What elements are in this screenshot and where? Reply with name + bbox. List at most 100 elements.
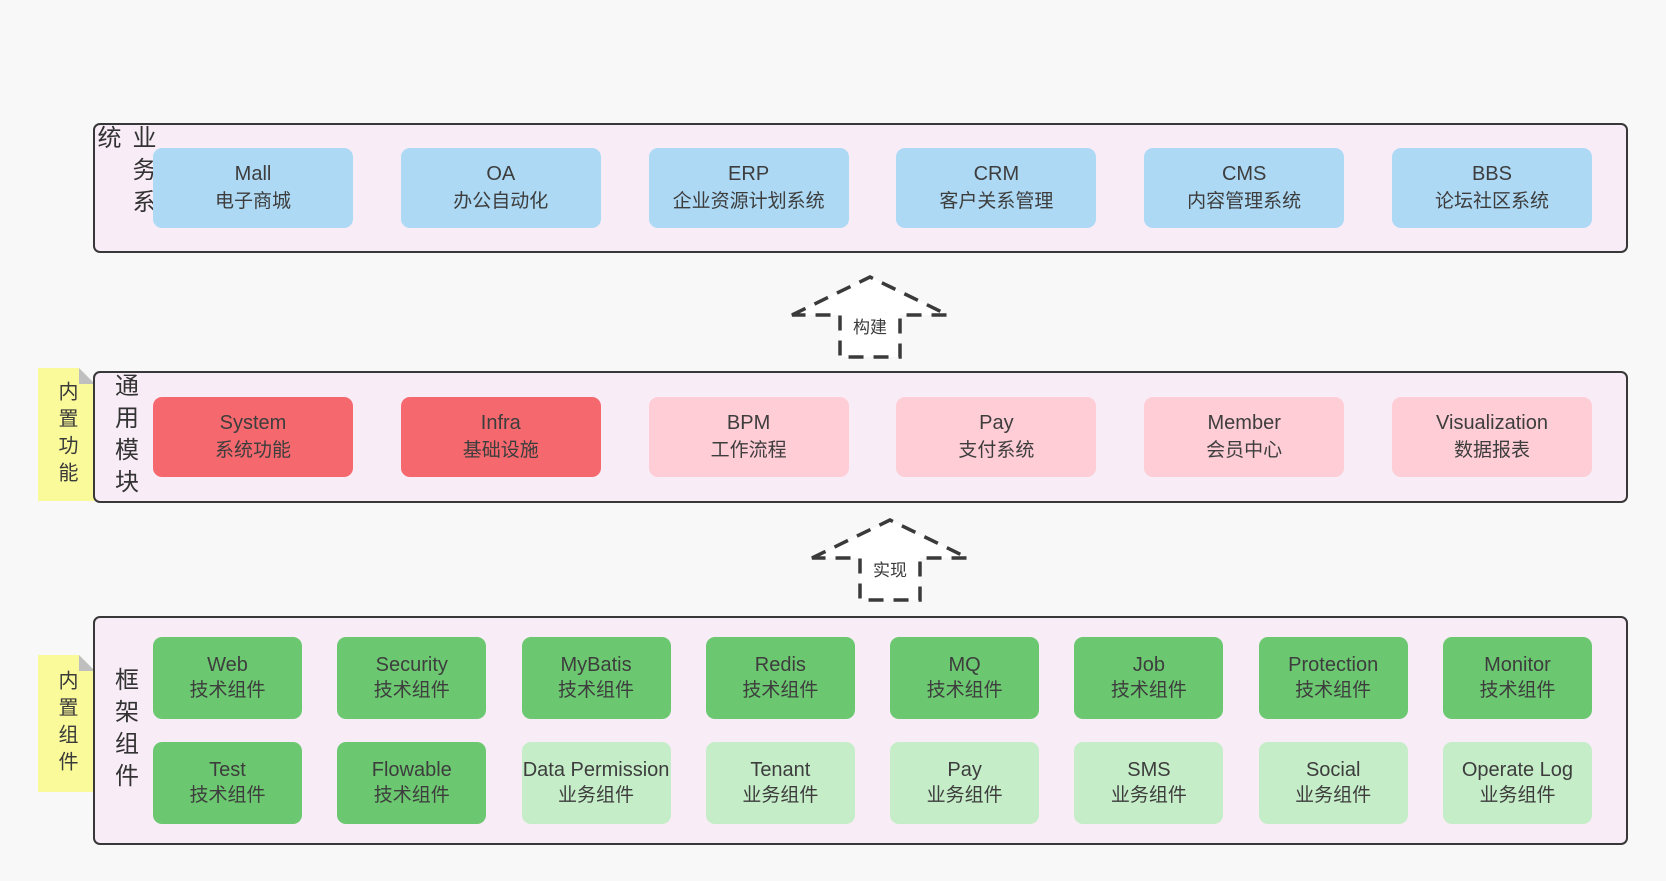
box-subtitle: 业务组件 [1479,785,1556,806]
box-title: Job [1132,654,1166,676]
box-title: Web [207,654,248,676]
box-title: Tenant [750,759,811,781]
box-pay: Pay 支付系统 [896,397,1097,477]
box-row: Test 技术组件 Flowable 技术组件 Data Permission … [153,742,1592,824]
box-row: Mall 电子商城 OA 办公自动化 ERP 企业资源计划系统 CRM 客户关系… [153,148,1592,228]
box-title: MyBatis [560,654,632,676]
box-system: System 系统功能 [153,397,353,477]
box-title: BBS [1471,163,1512,185]
box-title: Infra [480,412,521,434]
box-mq: MQ 技术组件 [890,637,1040,719]
box-subtitle: 企业资源计划系统 [672,191,825,212]
band-framework-components: 框架组件 Web 技术组件 Security 技术组件 MyBatis 技术组件… [93,616,1628,845]
box-subtitle: 客户关系管理 [939,191,1054,212]
box-title: Mall [234,163,272,185]
box-subtitle: 技术组件 [189,680,266,701]
box-subtitle: 会员中心 [1206,440,1283,461]
box-title: Data Permission [522,759,670,781]
box-operate-log: Operate Log 业务组件 [1442,742,1592,824]
box-title: Flowable [371,759,452,781]
box-visualization: Visualization 数据报表 [1391,397,1592,477]
implement-arrow-label: 实现 [871,556,909,581]
box-subtitle: 业务组件 [1110,785,1187,806]
box-title: Pay [947,759,982,781]
box-subtitle: 技术组件 [373,680,450,701]
box-subtitle: 办公自动化 [453,191,549,212]
box-title: Redis [754,654,806,676]
box-erp: ERP 企业资源计划系统 [648,148,849,228]
boxes-area: System 系统功能 Infra 基础设施 BPM 工作流程 Pay 支付系统… [153,373,1626,501]
box-row: System 系统功能 Infra 基础设施 BPM 工作流程 Pay 支付系统… [153,397,1592,477]
sticky-note-label: 内置组件 [55,669,77,778]
box-sms: SMS 业务组件 [1074,742,1224,824]
boxes-area: Web 技术组件 Security 技术组件 MyBatis 技术组件 Redi… [153,618,1626,843]
box-title: Test [209,759,246,781]
band-label: 通用模块 [110,373,138,501]
box-subtitle: 数据报表 [1453,440,1530,461]
box-title: Social [1305,759,1361,781]
box-test: Test 技术组件 [153,742,302,824]
box-title: Operate Log [1461,759,1574,781]
box-security: Security 技术组件 [337,637,487,719]
band-common-modules: 通用模块 System 系统功能 Infra 基础设施 BPM 工作流程 Pay… [93,371,1628,503]
box-subtitle: 技术组件 [558,680,635,701]
box-title: MQ [948,654,981,676]
box-social: Social 业务组件 [1258,742,1408,824]
box-data-permission: Data Permission 业务组件 [521,742,671,824]
box-title: BPM [726,412,771,434]
box-subtitle: 技术组件 [742,680,819,701]
box-title: CRM [973,163,1020,185]
box-subtitle: 技术组件 [1110,680,1187,701]
box-title: Pay [979,412,1014,434]
box-subtitle: 内容管理系统 [1187,191,1302,212]
box-bbs: BBS 论坛社区系统 [1391,148,1592,228]
box-subtitle: 技术组件 [189,785,266,806]
box-title: Security [375,654,448,676]
band-label: 框架组件 [110,666,138,795]
box-subtitle: 业务组件 [742,785,819,806]
boxes-area: Mall 电子商城 OA 办公自动化 ERP 企业资源计划系统 CRM 客户关系… [153,125,1626,251]
build-arrow-label: 构建 [851,313,889,338]
box-subtitle: 系统功能 [214,440,291,461]
box-subtitle: 业务组件 [558,785,635,806]
box-title: Visualization [1436,412,1548,434]
box-title: SMS [1127,759,1171,781]
box-member: Member 会员中心 [1144,397,1345,477]
box-subtitle: 技术组件 [373,785,450,806]
box-infra: Infra 基础设施 [400,397,601,477]
build-arrow: 构建 [783,273,957,361]
box-flowable: Flowable 技术组件 [337,742,487,824]
box-subtitle: 技术组件 [1295,680,1372,701]
box-mybatis: MyBatis 技术组件 [521,637,671,719]
box-row: Web 技术组件 Security 技术组件 MyBatis 技术组件 Redi… [153,637,1592,719]
box-title: System [219,412,287,434]
band-label: 业务系统 [93,125,155,221]
box-title: OA [486,163,516,185]
box-bpm: BPM 工作流程 [648,397,849,477]
box-tenant: Tenant 业务组件 [705,742,855,824]
box-subtitle: 技术组件 [1479,680,1556,701]
box-redis: Redis 技术组件 [705,637,855,719]
sticky-note-label: 内置功能 [55,380,77,489]
box-title: CMS [1221,163,1267,185]
box-subtitle: 基础设施 [462,440,539,461]
box-job: Job 技术组件 [1074,637,1224,719]
box-cms: CMS 内容管理系统 [1144,148,1345,228]
implement-arrow: 实现 [803,516,977,604]
box-subtitle: 论坛社区系统 [1434,191,1549,212]
box-protection: Protection 技术组件 [1258,637,1408,719]
box-title: ERP [728,163,770,185]
box-subtitle: 电子商城 [214,191,291,212]
band-business-systems: 业务系统 Mall 电子商城 OA 办公自动化 ERP 企业资源计划系统 CRM… [93,123,1628,253]
sticky-note-built-in-features: 内置功能 [38,368,95,501]
box-pay-business: Pay 业务组件 [890,742,1040,824]
sticky-note-built-in-components: 内置组件 [38,655,95,792]
box-subtitle: 技术组件 [926,680,1003,701]
box-web: Web 技术组件 [153,637,302,719]
box-crm: CRM 客户关系管理 [896,148,1097,228]
box-title: Protection [1288,654,1379,676]
box-title: Member [1207,412,1281,434]
box-subtitle: 工作流程 [710,440,787,461]
box-mall: Mall 电子商城 [153,148,353,228]
